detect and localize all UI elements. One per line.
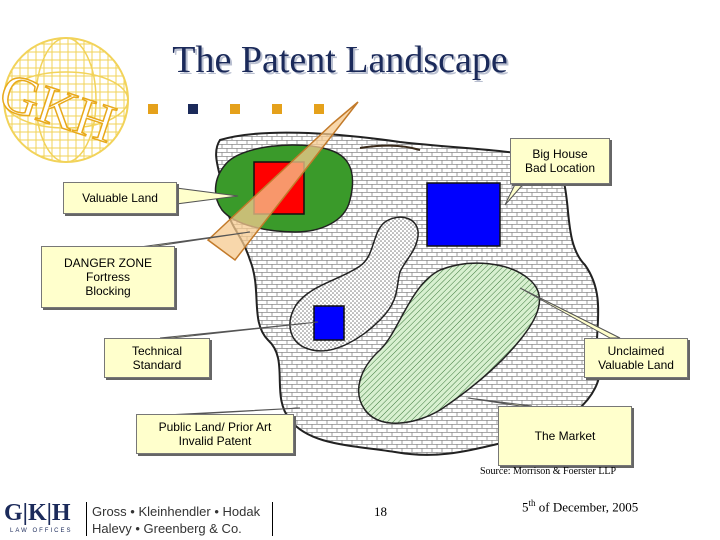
footer-logo-letters: G|K|H <box>4 500 71 526</box>
page-number: 18 <box>374 504 387 519</box>
callout-unclaimed: Unclaimed Valuable Land <box>584 338 688 378</box>
callout-danger-zone-text: DANGER ZONE Fortress Blocking <box>63 256 152 298</box>
gkh-globe-logo: GKH <box>0 37 129 163</box>
callout-public-land: Public Land/ Prior Art Invalid Patent <box>136 414 294 454</box>
callout-technical-standard-text: Technical Standard <box>131 344 183 372</box>
callout-big-house-text: Big House Bad Location <box>524 147 596 175</box>
callout-technical-standard: Technical Standard <box>104 338 210 378</box>
callout-unclaimed-text: Unclaimed Valuable Land <box>598 344 674 372</box>
callout-market: The Market <box>498 406 632 466</box>
technical-standard-square <box>313 305 345 341</box>
callout-market-text: The Market <box>534 429 596 443</box>
footer-firm-name: Gross • Kleinhendler • Hodak Halevy • Gr… <box>92 503 260 537</box>
source-note: Source: Morrison & Foerster LLP <box>480 466 617 477</box>
date-suffix-sup: th <box>528 498 536 508</box>
callout-danger-zone: DANGER ZONE Fortress Blocking <box>41 246 175 308</box>
callout-valuable-land-text: Valuable Land <box>82 191 158 205</box>
footer-logo-subtitle: LAW OFFICES <box>10 528 73 534</box>
footer-date: 5th of December, 2005 <box>522 498 638 515</box>
title-bullets <box>148 104 324 114</box>
page-title: The Patent Landscape <box>172 39 508 81</box>
footer-logo: G|K|H LAW OFFICES <box>4 500 84 536</box>
callout-valuable-land: Valuable Land <box>63 182 177 214</box>
blue-house <box>426 182 501 247</box>
callout-public-land-text: Public Land/ Prior Art Invalid Patent <box>158 420 272 448</box>
ridge-line <box>359 144 421 151</box>
footer-firm-line-2: Halevy • Greenberg & Co. <box>92 521 242 536</box>
callout-pointers <box>139 173 621 417</box>
date-day: 5 <box>522 499 529 515</box>
unclaimed-land-region <box>357 262 541 424</box>
footer-firm-line-1: Gross • Kleinhendler • Hodak <box>92 504 261 519</box>
danger-zone-band <box>206 101 359 262</box>
callout-big-house: Big House Bad Location <box>510 138 610 184</box>
footer-divider-right <box>272 502 273 536</box>
date-rest: of December, 2005 <box>535 499 639 515</box>
footer-divider-left <box>86 502 87 536</box>
